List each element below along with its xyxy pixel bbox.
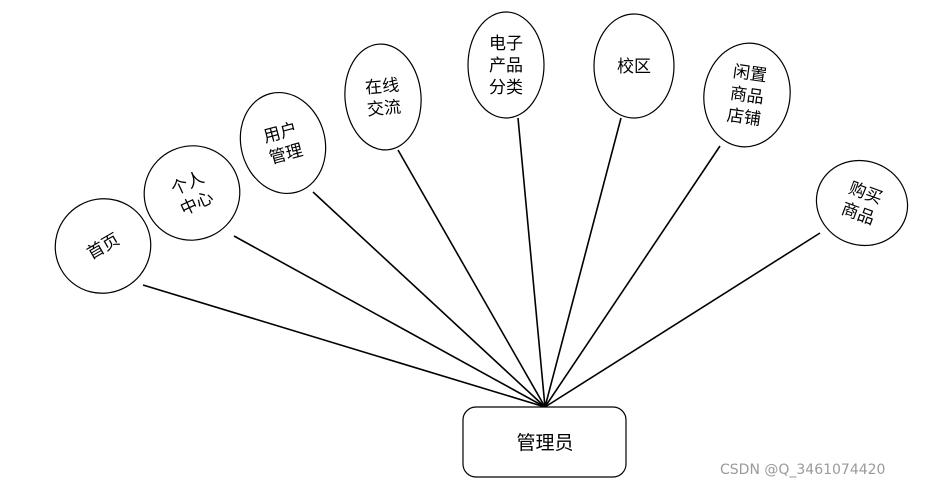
edge-2 bbox=[233, 235, 546, 408]
root-box bbox=[462, 406, 627, 478]
node-label: 在线 bbox=[364, 76, 400, 99]
node-label: 分类 bbox=[489, 78, 523, 98]
edge-5 bbox=[517, 117, 546, 408]
node-ellipse bbox=[703, 42, 791, 148]
node-ellipse bbox=[143, 145, 241, 241]
node-label: 闲置 bbox=[732, 62, 768, 87]
node-label: 产品 bbox=[489, 56, 523, 76]
node-ellipse bbox=[593, 13, 675, 119]
nodes: 首页个人中心用户管理在线交流电子产品分类校区闲置商品店铺购买商品 bbox=[54, 11, 909, 294]
edge-6 bbox=[544, 117, 622, 408]
node-ellipse bbox=[239, 91, 327, 195]
watermark: CSDN @Q_3461074420 bbox=[720, 462, 886, 478]
node-label: 店铺 bbox=[726, 106, 762, 131]
function-node-1: 首页 bbox=[54, 198, 152, 294]
node-ellipse bbox=[344, 43, 422, 151]
function-node-6: 校区 bbox=[593, 13, 675, 119]
edge-1 bbox=[142, 284, 546, 408]
node-label: 商品 bbox=[729, 84, 765, 109]
node-ellipse bbox=[54, 198, 152, 294]
node-ellipse bbox=[815, 159, 909, 247]
edge-4 bbox=[397, 149, 546, 408]
node-label: 校区 bbox=[617, 57, 651, 77]
node-label: 交流 bbox=[366, 98, 402, 121]
edge-7 bbox=[544, 145, 721, 408]
edges bbox=[142, 117, 821, 408]
node-label: 电子 bbox=[489, 34, 523, 54]
node-ellipse bbox=[467, 11, 545, 119]
root-node: 管理员 bbox=[462, 406, 627, 478]
root-label: 管理员 bbox=[516, 432, 573, 454]
edge-3 bbox=[312, 191, 546, 408]
edge-8 bbox=[544, 232, 821, 408]
